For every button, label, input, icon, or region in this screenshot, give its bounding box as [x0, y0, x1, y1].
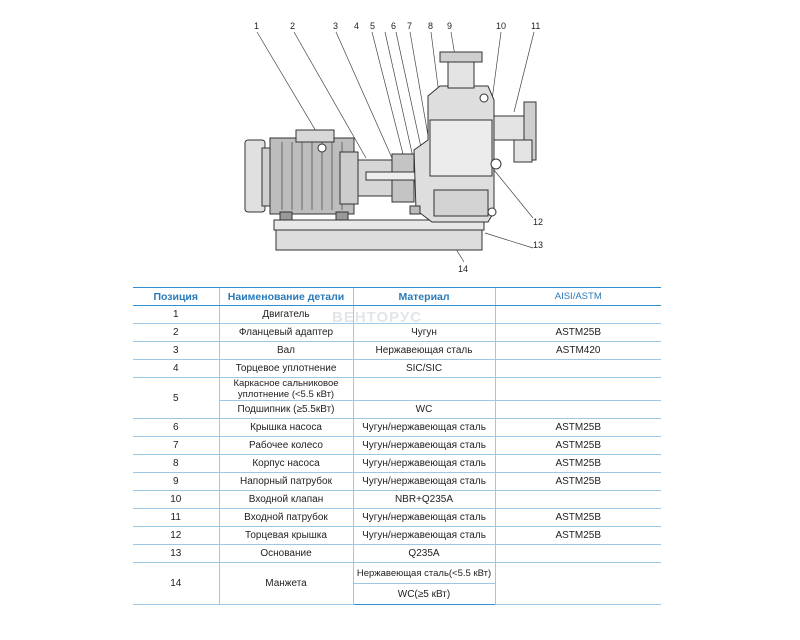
cell-astm [495, 401, 661, 419]
cell-position: 10 [133, 491, 219, 509]
cell-astm: ASTM25B [495, 324, 661, 342]
cell-name: Торцевая крышка [219, 527, 353, 545]
callout-7: 7 [407, 21, 412, 31]
cell-astm: ASTM420 [495, 342, 661, 360]
cell-astm [495, 378, 661, 401]
cell-astm: ASTM25B [495, 455, 661, 473]
callout-8: 8 [428, 21, 433, 31]
cell-material: Нержавеющая сталь(<5.5 кВт) [353, 563, 495, 584]
cell-name: Каркасное сальниковое уплотнение (<5.5 к… [219, 378, 353, 401]
cell-position: 4 [133, 360, 219, 378]
cell-position: 14 [133, 563, 219, 605]
cell-astm: ASTM25B [495, 527, 661, 545]
cell-position: 11 [133, 509, 219, 527]
cell-position: 6 [133, 419, 219, 437]
cell-material [353, 306, 495, 324]
cell-name: Манжета [219, 563, 353, 605]
cell-name: Входной патрубок [219, 509, 353, 527]
cell-name: Торцевое уплотнение [219, 360, 353, 378]
cell-position: 13 [133, 545, 219, 563]
header-part-name: Наименование детали [219, 288, 353, 306]
cell-astm [495, 545, 661, 563]
table-row: 2 Фланцевый адаптер Чугун ASTM25B [133, 324, 661, 342]
cell-name: Рабочее колесо [219, 437, 353, 455]
cell-material [353, 378, 495, 401]
cell-name: Крышка насоса [219, 419, 353, 437]
table-row: 13 Основание Q235A [133, 545, 661, 563]
table-row: 9 Напорный патрубок Чугун/нержавеющая ст… [133, 473, 661, 491]
cell-material: SIC/SIC [353, 360, 495, 378]
header-material: Материал [353, 288, 495, 306]
cell-position: 2 [133, 324, 219, 342]
cell-name: Вал [219, 342, 353, 360]
table-row: 11 Входной патрубок Чугун/нержавеющая ст… [133, 509, 661, 527]
table-row: 8 Корпус насоса Чугун/нержавеющая сталь … [133, 455, 661, 473]
cell-position: 12 [133, 527, 219, 545]
cell-position: 5 [133, 378, 219, 419]
table-row: 4 Торцевое уплотнение SIC/SIC [133, 360, 661, 378]
cell-position: 9 [133, 473, 219, 491]
cell-material: Чугун/нержавеющая сталь [353, 473, 495, 491]
cell-material: Чугун/нержавеющая сталь [353, 527, 495, 545]
cell-material: Чугун/нержавеющая сталь [353, 437, 495, 455]
cell-material: Q235A [353, 545, 495, 563]
table-row: 5 Каркасное сальниковое уплотнение (<5.5… [133, 378, 661, 401]
cell-position: 7 [133, 437, 219, 455]
cell-material: WC(≥5 кВт) [353, 584, 495, 605]
cell-material: Чугун/нержавеющая сталь [353, 419, 495, 437]
cell-astm: ASTM25B [495, 473, 661, 491]
table-header-row: Позиция Наименование детали Материал AIS… [133, 288, 661, 306]
callout-9: 9 [447, 21, 452, 31]
cell-name: Основание [219, 545, 353, 563]
table-row: 3 Вал Нержавеющая сталь ASTM420 [133, 342, 661, 360]
callout-4: 4 [354, 21, 359, 31]
cell-material: Нержавеющая сталь [353, 342, 495, 360]
cell-position: 1 [133, 306, 219, 324]
cell-name: Подшипник (≥5.5кВт) [219, 401, 353, 419]
table-row: 6 Крышка насоса Чугун/нержавеющая сталь … [133, 419, 661, 437]
callout-5: 5 [370, 21, 375, 31]
cell-material: Чугун/нержавеющая сталь [353, 509, 495, 527]
callout-11: 11 [531, 21, 540, 31]
cell-position: 3 [133, 342, 219, 360]
table-row: 12 Торцевая крышка Чугун/нержавеющая ста… [133, 527, 661, 545]
cell-name: Двигатель [219, 306, 353, 324]
callout-10: 10 [496, 21, 506, 31]
table-row: 1 Двигатель [133, 306, 661, 324]
callout-2: 2 [290, 21, 295, 31]
pump-drawing: 1 2 3 4 5 6 7 8 9 10 11 12 13 14 [0, 0, 800, 282]
callout-13: 13 [533, 240, 543, 250]
header-position: Позиция [133, 288, 219, 306]
cell-astm: ASTM25B [495, 509, 661, 527]
cell-astm [495, 491, 661, 509]
header-aisi-astm: AISI/ASTM [495, 288, 661, 306]
table-row: 7 Рабочее колесо Чугун/нержавеющая сталь… [133, 437, 661, 455]
callout-14: 14 [458, 264, 468, 274]
callout-1: 1 [254, 21, 259, 31]
callout-6: 6 [391, 21, 396, 31]
cell-name: Корпус насоса [219, 455, 353, 473]
parts-table: Позиция Наименование детали Материал AIS… [133, 287, 661, 605]
callout-12: 12 [533, 217, 543, 227]
cell-position: 8 [133, 455, 219, 473]
cell-material: WC [353, 401, 495, 419]
cell-name: Входной клапан [219, 491, 353, 509]
cell-material: Чугун/нержавеющая сталь [353, 455, 495, 473]
cell-material: Чугун [353, 324, 495, 342]
cell-material: NBR+Q235A [353, 491, 495, 509]
cell-astm [495, 360, 661, 378]
table-row: 10 Входной клапан NBR+Q235A [133, 491, 661, 509]
cell-astm: ASTM25B [495, 419, 661, 437]
cell-astm: ASTM25B [495, 437, 661, 455]
cell-astm [495, 563, 661, 605]
cell-name: Напорный патрубок [219, 473, 353, 491]
cell-astm [495, 306, 661, 324]
cell-name: Фланцевый адаптер [219, 324, 353, 342]
table-row: 14 Манжета Нержавеющая сталь(<5.5 кВт) [133, 563, 661, 584]
callout-3: 3 [333, 21, 338, 31]
